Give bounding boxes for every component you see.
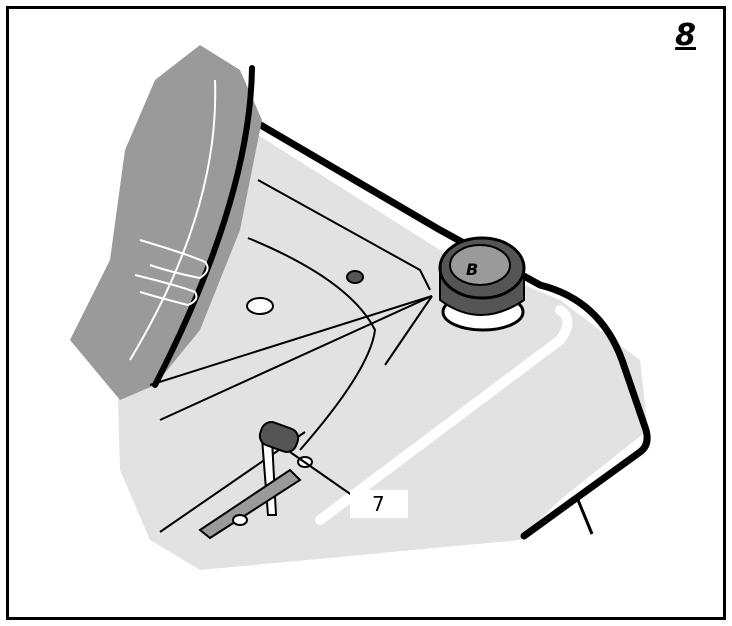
deck-line-3 [159,295,433,421]
deck-line-4 [149,295,433,386]
lever [198,421,313,540]
callout-leader [289,451,357,499]
body-edge [248,116,651,540]
deck-hole-2 [346,270,364,284]
callout-label-7: 7 [350,490,408,518]
deck-line-2 [247,237,377,451]
filler-cap: B [438,236,526,332]
bag-fold-1 [129,79,217,361]
highlight-strip [315,305,573,525]
support-leg [576,499,594,535]
bag-fold-3 [134,274,198,307]
cap-letter: B [466,260,478,279]
bag-fold-2 [139,239,209,280]
bag-edge [152,65,255,388]
deck-line-5 [384,295,433,366]
deck-line-1 [257,179,431,291]
deck-hole-1 [246,297,274,315]
figure-number: 8 [675,18,696,53]
